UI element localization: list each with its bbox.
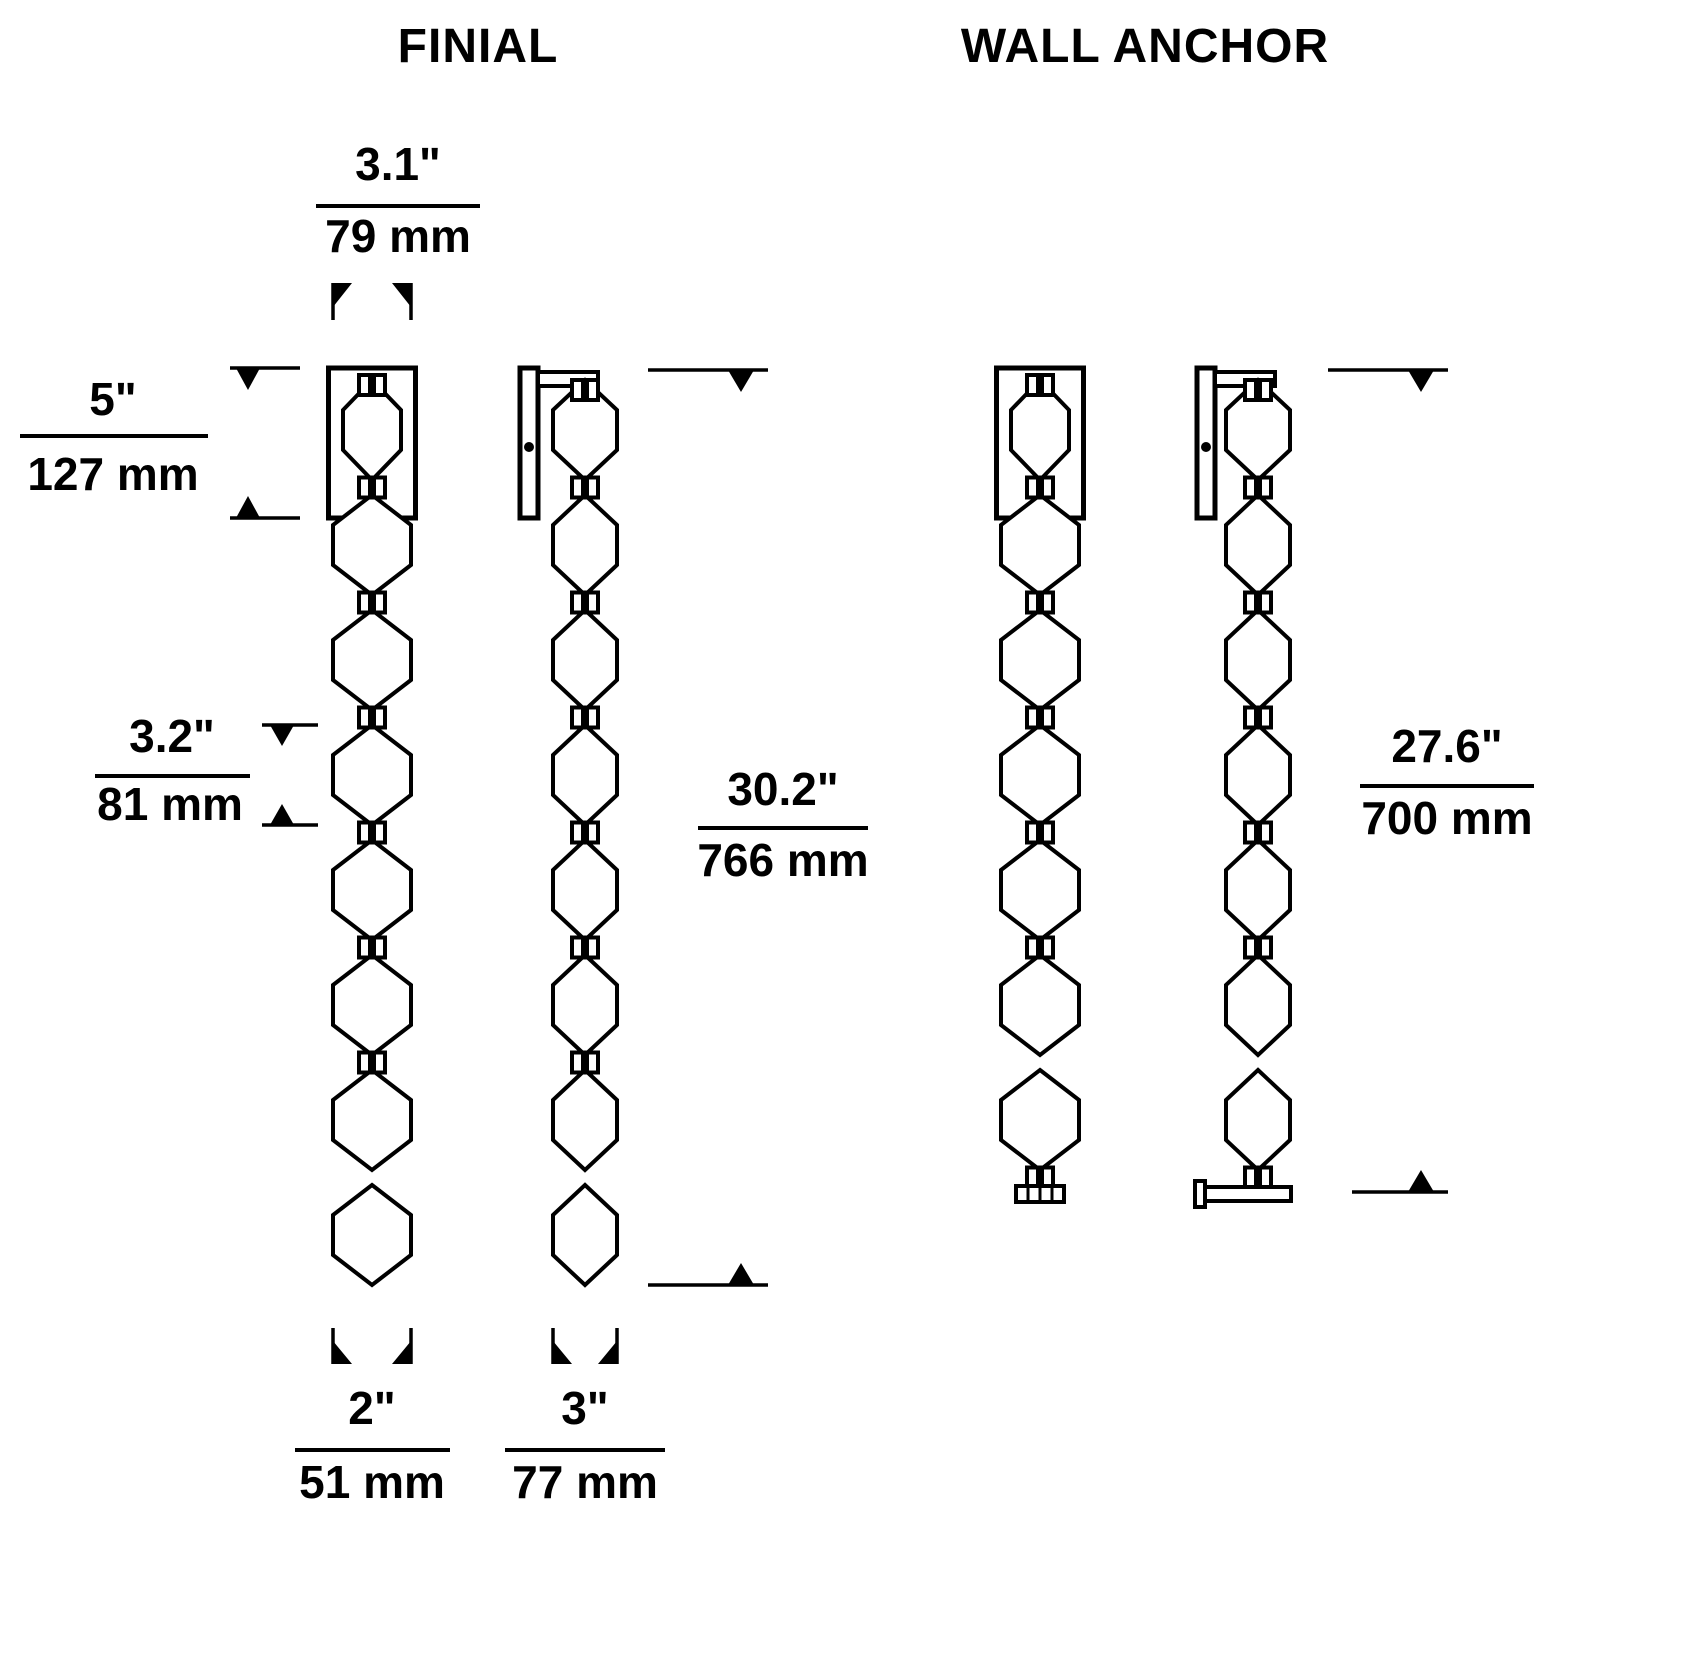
chain-link [551, 838, 619, 942]
dim-value-inches: 27.6" [1391, 720, 1502, 772]
chain-connector [357, 935, 387, 960]
dim-value-inches: 2" [348, 1382, 395, 1434]
chain-link [1224, 723, 1292, 827]
chain-link [551, 608, 619, 712]
chain-link [1224, 1068, 1292, 1172]
arrow-icon [1408, 370, 1434, 392]
chain-link [331, 1183, 413, 1287]
chain-connector [1243, 820, 1273, 845]
dim-backplate-width: 3.1" 79 mm [316, 138, 480, 320]
screw-icon [524, 442, 534, 452]
dim-value-inches: 3.1" [355, 138, 441, 190]
chain-connector [1243, 705, 1273, 730]
chain-connector [1243, 475, 1273, 500]
wall-anchor-side-view [1193, 365, 1293, 1209]
dim-crystal-height: 3.2" 81 mm [95, 710, 318, 830]
chain-connector [1243, 378, 1273, 402]
chain-connector [1025, 373, 1055, 397]
chain-connector [357, 590, 387, 615]
dim-value-metric: 77 mm [512, 1456, 658, 1508]
dim-wall-anchor-overall-height: 27.6" 700 mm [1328, 368, 1534, 1194]
arrow-icon [392, 283, 411, 307]
chain-link [1224, 953, 1292, 1057]
chain-link [331, 953, 413, 1057]
chain-connector [1025, 705, 1055, 730]
chain-connector [1243, 1165, 1273, 1190]
dim-value-metric: 766 mm [697, 834, 868, 886]
dim-value-inches: 30.2" [727, 763, 838, 815]
arrow-icon [270, 804, 294, 825]
chain-link [331, 608, 413, 712]
chain-connector [570, 590, 600, 615]
chain-link [999, 953, 1081, 1057]
chain-link [551, 493, 619, 597]
dim-value-metric: 81 mm [97, 778, 243, 830]
chain-connector [570, 1050, 600, 1075]
chain-link [331, 838, 413, 942]
dim-fixture-depth: 3" 77 mm [505, 1328, 665, 1508]
chain-link [1224, 493, 1292, 597]
dim-value-inches: 5" [89, 373, 136, 425]
arrow-icon [553, 1341, 572, 1364]
arrow-icon [236, 368, 260, 390]
wall-anchor-front-view [994, 365, 1086, 1204]
arrow-icon [270, 725, 294, 746]
chain-link [999, 838, 1081, 942]
wall-anchor-bracket-cap [1193, 1179, 1207, 1209]
chain-link [551, 1183, 619, 1287]
chain-connector [570, 935, 600, 960]
chain-connector [1025, 820, 1055, 845]
chain-link [551, 723, 619, 827]
dim-fixture-width: 2" 51 mm [295, 1328, 450, 1508]
chain-link [551, 1068, 619, 1172]
arrow-icon [728, 370, 754, 392]
chain-link [331, 723, 413, 827]
chain-connector [570, 475, 600, 500]
arrow-icon [333, 1341, 352, 1364]
chain-connector [1243, 590, 1273, 615]
dim-value-inches: 3.2" [129, 710, 215, 762]
chain-connector [1025, 475, 1055, 500]
dim-value-metric: 700 mm [1361, 792, 1532, 844]
arrow-icon [333, 283, 352, 307]
chain-link [999, 723, 1081, 827]
dim-value-metric: 51 mm [299, 1456, 445, 1508]
chain-link [331, 1068, 413, 1172]
chain-connector [1025, 935, 1055, 960]
dim-backplate-height: 5" 127 mm [20, 366, 300, 520]
chain-link [551, 953, 619, 1057]
chain-link [999, 608, 1081, 712]
arrow-icon [236, 496, 260, 518]
dim-finial-overall-height: 30.2" 766 mm [648, 368, 869, 1287]
finial-front-view [326, 365, 418, 1287]
dim-value-inches: 3" [561, 1382, 608, 1434]
dim-value-metric: 127 mm [27, 448, 198, 500]
chain-link [999, 1068, 1081, 1172]
chain-connector [357, 373, 387, 397]
chain-connector [357, 1050, 387, 1075]
arrow-icon [392, 1341, 411, 1364]
arrow-icon [598, 1341, 617, 1364]
arrow-icon [1408, 1170, 1434, 1192]
chain-link [1224, 838, 1292, 942]
chain-connector [570, 705, 600, 730]
finial-title: FINIAL [398, 20, 559, 73]
chain-connector [1243, 935, 1273, 960]
chain-connector [357, 475, 387, 500]
wall-anchor-bracket [1197, 1185, 1293, 1203]
chain-connector [570, 378, 600, 402]
wall-anchor-title: WALL ANCHOR [961, 20, 1329, 73]
chain-connector [357, 705, 387, 730]
dim-value-metric: 79 mm [325, 210, 471, 262]
chain-connector [1025, 590, 1055, 615]
chain-link [1224, 608, 1292, 712]
finial-side-view [517, 365, 619, 1287]
arrow-icon [728, 1263, 754, 1285]
chain-connector [570, 820, 600, 845]
chain-connector [357, 820, 387, 845]
screw-icon [1201, 442, 1211, 452]
